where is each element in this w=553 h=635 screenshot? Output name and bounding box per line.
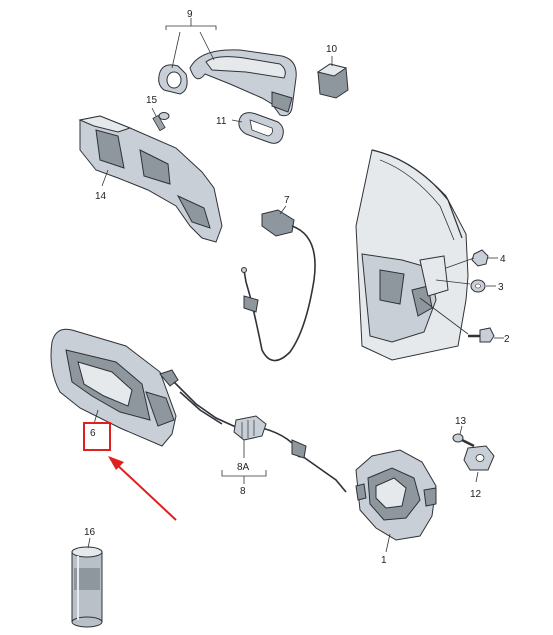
part-12-striker[interactable] — [463, 445, 495, 471]
callout-8: 8 — [240, 486, 246, 497]
callout-12: 12 — [470, 489, 482, 500]
callout-11: 11 — [216, 116, 227, 127]
callout-4: 4 — [500, 254, 506, 265]
callout-10: 10 — [326, 44, 338, 55]
part-6-interior-handle[interactable] — [50, 328, 177, 447]
callout-1: 1 — [381, 555, 387, 566]
leader-1 — [385, 533, 391, 553]
callout-6: 6 — [90, 428, 96, 439]
part-7-cable[interactable] — [241, 209, 316, 362]
part-8a-grommet[interactable] — [233, 415, 267, 441]
leader-16 — [87, 537, 91, 549]
leader-6 — [93, 409, 99, 425]
callout-7: 7 — [284, 195, 290, 206]
callout-8a: 8A — [237, 462, 250, 473]
part-13-screw[interactable] — [452, 433, 475, 448]
door-frame — [355, 149, 469, 361]
leader-15 — [151, 107, 157, 117]
part-9-gasket[interactable] — [158, 64, 188, 95]
callout-9-bracket — [165, 18, 217, 69]
part-8-cable[interactable] — [159, 369, 347, 493]
part-4-nut[interactable] — [471, 249, 489, 267]
part-11-gasket[interactable] — [238, 112, 284, 144]
leader-7 — [279, 205, 287, 215]
callout-13: 13 — [455, 416, 467, 427]
leader-13 — [459, 425, 463, 435]
part-2-bolt[interactable] — [468, 327, 495, 343]
callout-14: 14 — [95, 191, 107, 202]
callout-16: 16 — [84, 527, 96, 538]
part-1-door-lock[interactable] — [355, 449, 437, 541]
highlight-arrow — [108, 456, 177, 521]
part-16-lubricant-can[interactable] — [71, 546, 103, 628]
part-3-washer[interactable] — [470, 279, 486, 293]
callout-2: 2 — [504, 334, 510, 345]
leader-14 — [101, 169, 109, 187]
leader-11 — [231, 119, 243, 123]
highlight-box-part-6 — [83, 422, 111, 451]
part-15-screw[interactable] — [152, 112, 170, 132]
leader-12 — [475, 471, 479, 483]
part-9-outer-handle[interactable] — [189, 49, 297, 117]
callout-8-bracket — [221, 440, 267, 484]
part-14-handle-carrier[interactable] — [78, 115, 223, 243]
callout-15: 15 — [146, 95, 158, 106]
callout-9: 9 — [187, 9, 193, 20]
part-10-cap[interactable] — [316, 63, 349, 99]
callout-3: 3 — [498, 282, 504, 293]
